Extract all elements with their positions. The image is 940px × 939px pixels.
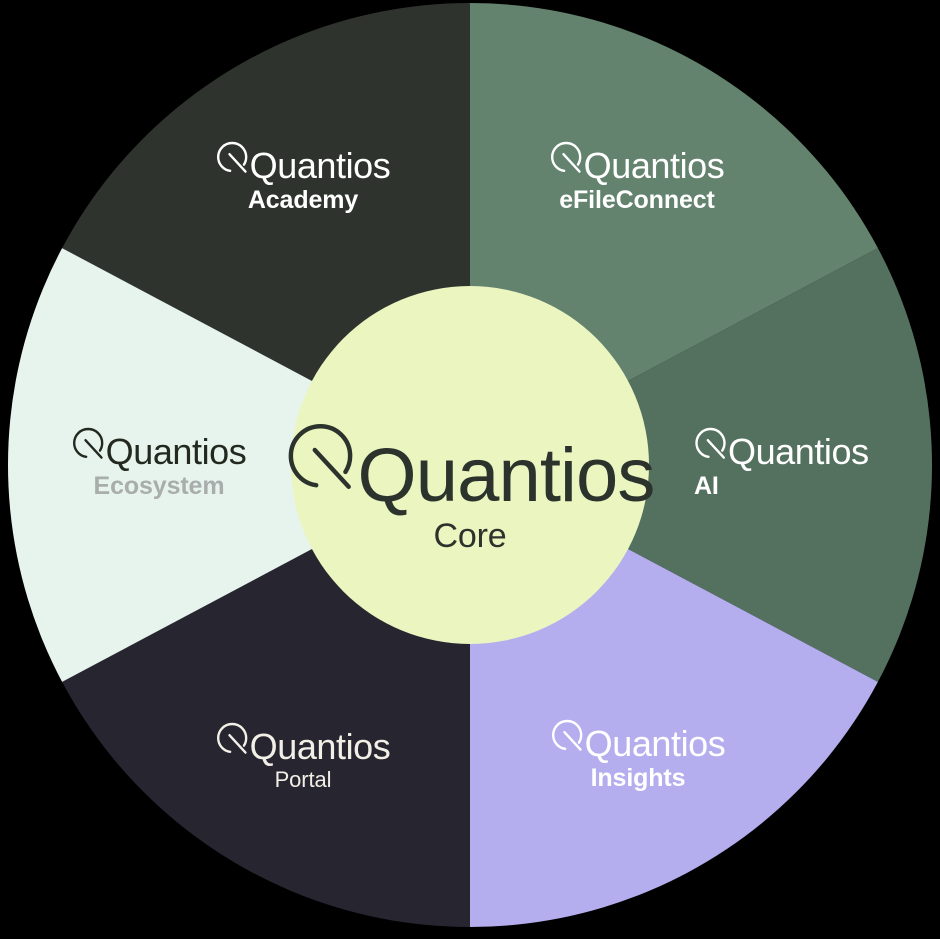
quantios-q-icon xyxy=(551,716,585,756)
wordmark-text-insights: Quantios xyxy=(584,723,726,764)
segment-label-ecosystem[interactable]: Quantios Ecosystem xyxy=(72,424,247,499)
wordmark-portal: Quantios xyxy=(216,719,391,765)
quantios-q-icon xyxy=(694,424,728,464)
segment-ai[interactable] xyxy=(470,150,940,780)
segment-insights[interactable] xyxy=(470,465,940,939)
segment-label-ai[interactable]: Quantios AI xyxy=(694,424,869,499)
segment-sublabel-efileconnect: eFileConnect xyxy=(559,186,715,214)
segment-sublabel-academy: Academy xyxy=(247,186,359,214)
segment-sublabel-ecosystem: Ecosystem xyxy=(93,472,225,500)
segment-sublabel-portal: Portal xyxy=(274,766,332,792)
segment-label-insights[interactable]: Quantios Insights xyxy=(551,716,726,791)
center-sublabel-core: Core xyxy=(433,517,507,556)
wordmark-insights: Quantios xyxy=(551,716,726,762)
wordmark-text-portal: Quantios xyxy=(249,726,391,767)
segment-sublabel-insights: Insights xyxy=(590,764,686,792)
wordmark-text-core: Quantios xyxy=(357,433,656,518)
quantios-q-icon xyxy=(216,719,250,759)
segment-label-portal[interactable]: Quantios Portal xyxy=(216,719,391,791)
wordmark-efileconnect: Quantios xyxy=(550,138,725,184)
wordmark-ecosystem: Quantios xyxy=(72,424,247,470)
wordmark-text-academy: Quantios xyxy=(249,145,391,186)
segment-ecosystem[interactable] xyxy=(0,150,470,780)
center-circle[interactable] xyxy=(291,286,649,644)
quantios-q-icon xyxy=(216,138,250,178)
segment-portal[interactable] xyxy=(0,465,470,939)
center-label-core[interactable]: Quantios Core xyxy=(286,415,655,553)
segment-label-academy[interactable]: Quantios Academy xyxy=(216,138,391,213)
wordmark-academy: Quantios xyxy=(216,138,391,184)
wordmark-core: Quantios xyxy=(286,415,655,514)
wordmark-text-efileconnect: Quantios xyxy=(583,145,725,186)
quantios-q-icon xyxy=(550,138,584,178)
wordmark-text-ecosystem: Quantios xyxy=(105,431,247,472)
wordmark-text-ai: Quantios xyxy=(728,431,869,472)
segment-sublabel-ai: AI xyxy=(694,472,719,500)
segment-label-efileconnect[interactable]: Quantios eFileConnect xyxy=(550,138,725,213)
wordmark-ai: Quantios xyxy=(694,424,869,470)
segment-efileconnect[interactable] xyxy=(470,0,940,465)
quantios-q-icon xyxy=(286,415,358,501)
quantios-q-icon xyxy=(72,424,106,464)
segment-academy[interactable] xyxy=(0,0,470,465)
